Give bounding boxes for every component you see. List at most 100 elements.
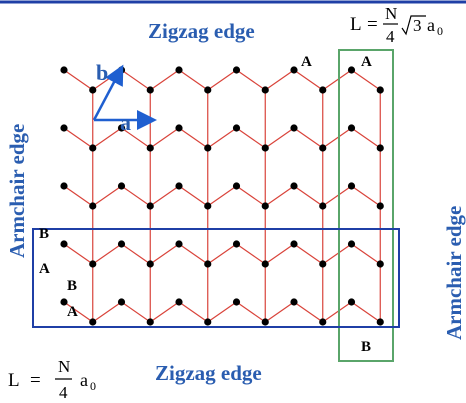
carbon-bond	[207, 127, 237, 149]
carbon-atom	[232, 298, 241, 306]
carbon-atom	[146, 202, 154, 210]
carbon-bond	[293, 69, 324, 91]
formula-equals: =	[367, 14, 378, 35]
carbon-atom	[376, 86, 384, 94]
carbon-atom	[60, 66, 68, 74]
formula-denominator: 4	[59, 383, 68, 402]
site-label-b: B	[67, 278, 77, 294]
carbon-atom	[290, 66, 298, 74]
carbon-atom	[319, 318, 327, 326]
carbon-bond	[178, 69, 209, 91]
carbon-atom	[290, 124, 298, 132]
carbon-atom	[290, 240, 298, 248]
carbon-atom	[204, 86, 212, 94]
carbon-atom	[146, 260, 154, 268]
carbon-bond	[121, 185, 151, 207]
carbon-bond	[322, 301, 352, 323]
carbon-bond	[63, 301, 94, 323]
carbon-atom	[232, 124, 241, 132]
carbon-atom	[347, 240, 356, 248]
carbon-bond	[63, 69, 94, 91]
carbon-bond	[207, 243, 237, 265]
carbon-bond	[264, 185, 295, 207]
carbon-bond	[149, 127, 180, 149]
carbon-atom	[175, 240, 183, 248]
formula-subscript: 0	[437, 24, 443, 38]
formula-denominator: 4	[386, 27, 395, 46]
carbon-atom	[261, 318, 269, 326]
site-label-b: B	[39, 226, 49, 242]
carbon-bond	[207, 301, 237, 323]
carbon-atom	[347, 66, 356, 74]
carbon-atom	[146, 318, 154, 326]
carbon-atom	[175, 124, 183, 132]
carbon-atom	[175, 298, 183, 306]
carbon-atom	[146, 144, 154, 152]
formula-equals: =	[30, 370, 41, 391]
hexagonal-lattice	[60, 66, 384, 326]
carbon-bond	[92, 127, 122, 149]
carbon-atom	[204, 260, 212, 268]
lattice-vector-b-arrow	[92, 64, 124, 121]
carbon-bond	[264, 127, 295, 149]
carbon-bond	[264, 243, 295, 265]
carbon-bond	[207, 185, 237, 207]
carbon-atom	[146, 86, 154, 94]
carbon-atom	[175, 66, 183, 74]
carbon-bond	[149, 301, 180, 323]
carbon-bond	[121, 301, 151, 323]
carbon-atom	[89, 260, 97, 268]
carbon-bond	[207, 69, 237, 91]
carbon-bond	[121, 127, 151, 149]
carbon-bond	[178, 127, 209, 149]
carbon-bond	[322, 127, 352, 149]
carbon-bond	[236, 69, 266, 91]
formula-lhs: L	[350, 14, 362, 35]
formula-numerator: N	[58, 357, 70, 376]
carbon-bond	[236, 301, 266, 323]
lattice-vector-b-label: b	[96, 60, 108, 85]
zigzag-edge-bottom-label: Zigzag edge	[155, 361, 262, 385]
formula-lhs: L	[8, 370, 20, 391]
carbon-atom	[89, 318, 97, 326]
carbon-bond	[264, 69, 295, 91]
carbon-bond	[293, 301, 324, 323]
carbon-atom	[290, 182, 298, 190]
carbon-atom	[376, 260, 384, 268]
carbon-atom	[89, 202, 97, 210]
carbon-bond	[149, 185, 180, 207]
carbon-bond	[322, 185, 352, 207]
carbon-bond	[351, 243, 381, 265]
carbon-atom	[89, 86, 97, 94]
carbon-atom	[261, 144, 269, 152]
lattice-vector-a-label: a	[120, 110, 131, 135]
carbon-bond	[121, 243, 151, 265]
carbon-bond	[236, 127, 266, 149]
carbon-atom	[376, 318, 384, 326]
site-label-a: A	[361, 54, 372, 70]
carbon-bond	[293, 185, 324, 207]
carbon-bond	[322, 243, 352, 265]
carbon-bond	[236, 185, 266, 207]
carbon-atom	[376, 202, 384, 210]
carbon-bond	[92, 301, 122, 323]
formula-lattice-const: a	[80, 370, 88, 390]
carbon-atom	[60, 124, 68, 132]
carbon-atom	[232, 182, 241, 190]
zigzag-ribbon-box	[338, 49, 394, 362]
carbon-atom	[117, 182, 126, 190]
carbon-atom	[232, 240, 241, 248]
armchair-length-formula: L = N 4 a 0	[8, 357, 96, 402]
carbon-atom	[204, 318, 212, 326]
carbon-bond	[92, 243, 122, 265]
sqrt-sign-icon	[401, 15, 426, 36]
carbon-bond	[351, 301, 381, 323]
site-label-a: A	[39, 261, 50, 277]
carbon-atom	[60, 298, 68, 306]
armchair-ribbon-box	[32, 228, 400, 328]
carbon-bond	[178, 301, 209, 323]
carbon-bond	[293, 243, 324, 265]
carbon-atom	[319, 86, 327, 94]
carbon-bond	[63, 127, 94, 149]
